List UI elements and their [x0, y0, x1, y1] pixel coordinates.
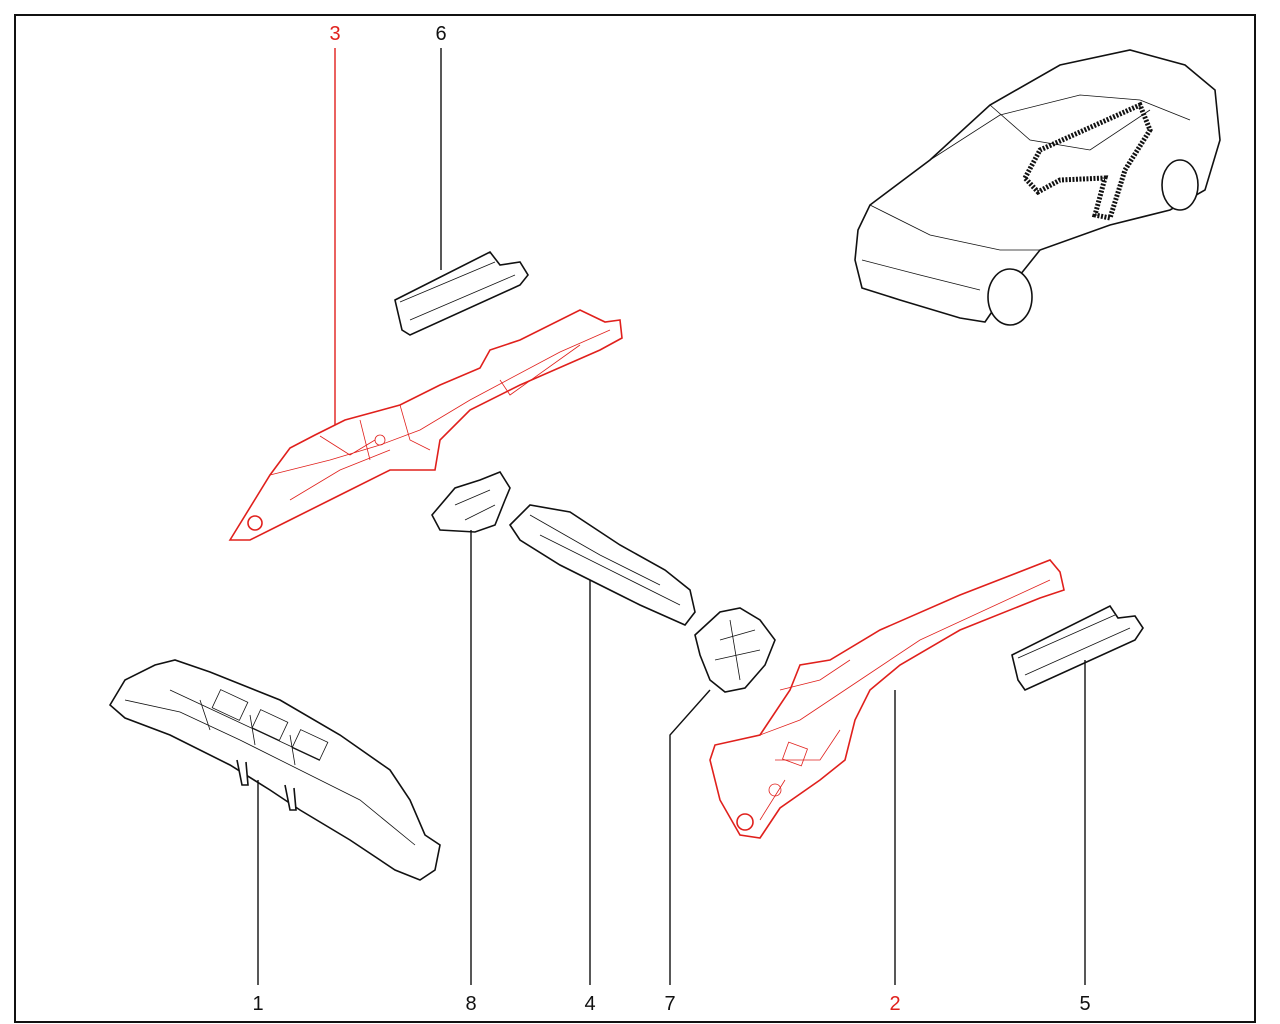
callout-5: 5: [1079, 993, 1090, 1015]
part-6: [394, 250, 529, 336]
car-overview-illustration: [854, 49, 1221, 326]
leader-line-7: [669, 689, 711, 985]
callout-2: 2: [889, 993, 900, 1015]
part-5: [1011, 604, 1144, 692]
part-1: [108, 659, 441, 881]
callout-1: 1: [252, 993, 263, 1015]
callout-7: 7: [664, 993, 675, 1015]
callout-3: 3: [329, 23, 340, 45]
part-7: [694, 607, 776, 693]
part-4: [508, 504, 696, 626]
part-3: [228, 309, 623, 541]
callout-4: 4: [584, 993, 595, 1015]
callout-6: 6: [435, 23, 446, 45]
part-2: [709, 559, 1065, 839]
callout-8: 8: [465, 993, 476, 1015]
part-8: [431, 471, 511, 533]
